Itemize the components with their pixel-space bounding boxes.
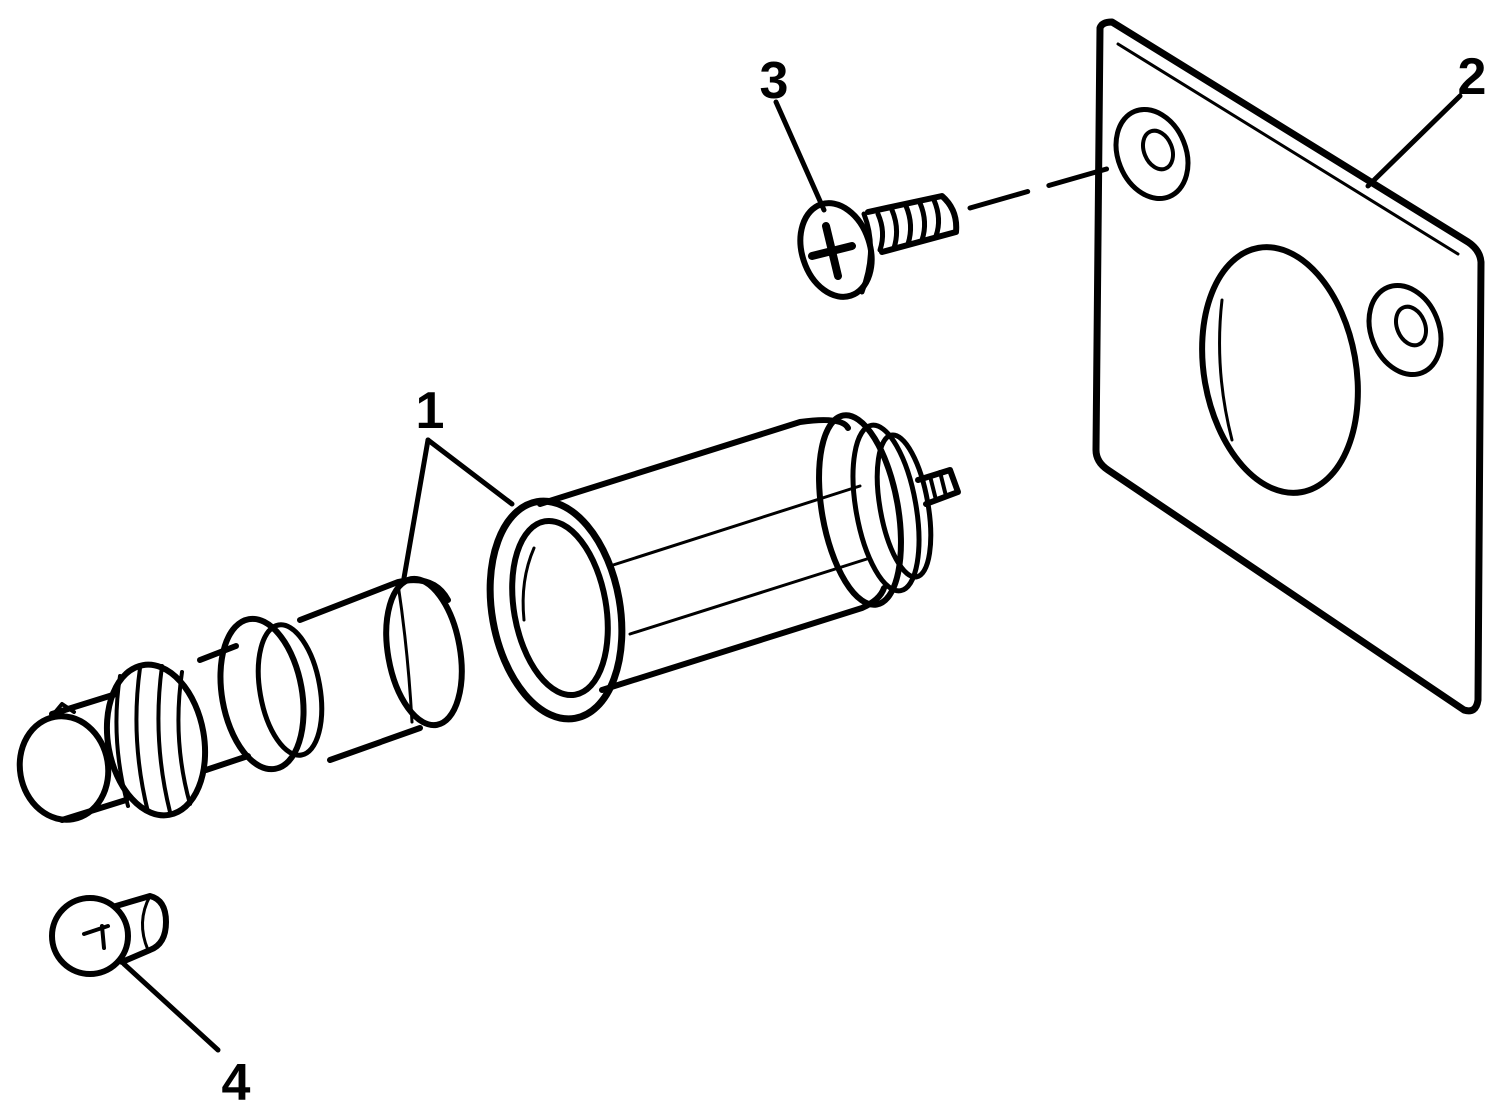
callout-labels: 1 2 3 4 bbox=[222, 48, 1487, 1112]
mounting-plate bbox=[1092, 18, 1485, 715]
leader-line-1 bbox=[401, 437, 431, 581]
callout-label-1: 1 bbox=[416, 382, 445, 440]
leader-line-2 bbox=[1365, 93, 1463, 189]
leader-line-1-sleeve bbox=[425, 437, 515, 507]
leader-line-4 bbox=[121, 961, 221, 1053]
lighter-plug bbox=[16, 575, 465, 823]
assembly-guide-line bbox=[967, 165, 1113, 211]
callout-label-3: 3 bbox=[760, 52, 789, 110]
socket-sleeve bbox=[486, 412, 961, 723]
plate-screw-hole-lower bbox=[1366, 282, 1444, 378]
bulb bbox=[49, 893, 169, 977]
callout-label-2: 2 bbox=[1458, 48, 1487, 106]
leader-lines bbox=[121, 93, 1463, 1053]
leader-line-3 bbox=[773, 99, 827, 213]
plate-center-hole bbox=[1199, 244, 1361, 496]
plate-screw-hole-upper bbox=[1113, 106, 1191, 202]
phillips-screw bbox=[797, 193, 960, 300]
callout-label-4: 4 bbox=[222, 1054, 251, 1112]
phillips-cross-icon bbox=[808, 222, 856, 280]
